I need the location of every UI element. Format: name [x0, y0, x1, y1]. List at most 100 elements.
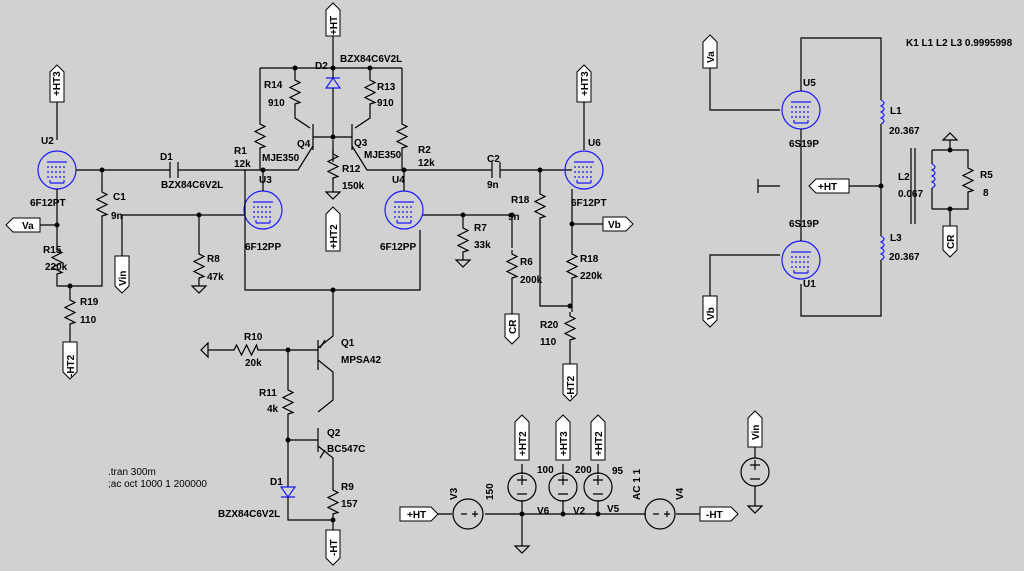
- d2-ref: D2: [315, 61, 328, 72]
- u5-ref: U5: [803, 78, 816, 89]
- net-flag-ht2-center: +HT2: [325, 206, 341, 252]
- tube-u3: [243, 190, 283, 230]
- net-flag-cr-output: CR: [942, 225, 958, 258]
- r1-value: 12k: [234, 159, 251, 170]
- r15-ref: C1: [113, 192, 126, 203]
- tube-u2: [37, 150, 77, 190]
- d2-value: BZX84C6V2L: [340, 54, 402, 65]
- v3-ref: V6: [537, 506, 550, 517]
- c1-ref: D1: [160, 152, 173, 163]
- svg-text:Va: Va: [22, 221, 34, 232]
- q1-value: MPSA42: [341, 355, 381, 366]
- v2-ref: V5: [607, 504, 620, 515]
- v1-ref: V3: [449, 487, 460, 500]
- r6-ref: R6: [520, 257, 533, 268]
- ac-directive: ;ac oct 1000 1 200000: [108, 479, 207, 490]
- v3-value: 100: [537, 465, 554, 476]
- l2-value: 0.067: [898, 189, 923, 200]
- r17-ref: R20: [540, 320, 559, 331]
- l3-ref: L3: [890, 233, 902, 244]
- r16-ref: R19: [80, 297, 99, 308]
- q2-value: BC547C: [327, 444, 365, 455]
- net-flag-ht-supply: +HT: [399, 506, 439, 522]
- r13-value: 910: [377, 98, 394, 109]
- u6-value: 6F12PT: [571, 198, 607, 209]
- q3-ref: Q3: [354, 138, 368, 149]
- net-flag-minus-ht-bottom: -HT: [325, 529, 341, 566]
- svg-text:+HT2: +HT2: [329, 224, 340, 249]
- u1-value: 6S19P: [789, 219, 819, 230]
- r19-ref: R15: [43, 245, 62, 256]
- r12-value: 150k: [342, 181, 365, 192]
- v2-value: 95: [612, 466, 624, 477]
- r14-value: 910: [268, 98, 285, 109]
- r20-ref: R18: [580, 254, 599, 265]
- net-flag-ht3-left: +HT3: [49, 64, 65, 103]
- r19-value: 220k: [45, 262, 68, 273]
- svg-text:CR: CR: [508, 319, 519, 334]
- net-flag-ht3-supply: +HT3: [555, 414, 571, 461]
- svg-text:Vb: Vb: [706, 307, 717, 320]
- r7-value: 33k: [474, 240, 491, 251]
- net-flag-vin-left: Vin: [114, 255, 130, 294]
- l1-value: 20.367: [889, 126, 920, 137]
- net-flag-ht-output: +HT: [808, 178, 850, 194]
- net-flag-va-output: Va: [702, 34, 718, 69]
- net-flag-minus-ht-supply: -HT: [699, 506, 739, 522]
- svg-text:+HT3: +HT3: [580, 71, 591, 96]
- l2-ref: L2: [898, 172, 910, 183]
- r11-value: 4k: [267, 404, 279, 415]
- svg-text:Va: Va: [706, 51, 717, 63]
- net-flag-ht2-supply: +HT2: [514, 414, 530, 461]
- u3-ref: U3: [259, 175, 272, 186]
- r10-ref: R10: [244, 332, 263, 343]
- r20-value: 220k: [580, 271, 603, 282]
- u6-ref: U6: [588, 138, 601, 149]
- r9-value: 157: [341, 499, 358, 510]
- r8-ref: R8: [207, 254, 220, 265]
- svg-text:+HT3: +HT3: [52, 71, 63, 96]
- v5-value: AC 1 1: [632, 468, 643, 500]
- q1-ref: Q1: [341, 338, 355, 349]
- c1-value: BZX84C6V2L: [161, 180, 223, 191]
- r1-ref: R1: [234, 146, 247, 157]
- r16-value: 110: [80, 315, 97, 326]
- r18-value-label: 9n: [508, 212, 520, 223]
- net-flag-cr-mid: CR: [504, 313, 520, 345]
- d1-value: BZX84C6V2L: [218, 509, 280, 520]
- net-flag-ht2-supply-2: +HT2: [590, 414, 606, 461]
- q4-value: MJE350: [262, 153, 300, 164]
- c2-value: 9n: [487, 180, 499, 191]
- r15-value: 9n: [111, 211, 123, 222]
- r8-value: 47k: [207, 272, 224, 283]
- u4-ref: U4: [392, 175, 405, 186]
- u3-value: 6F12PP: [245, 242, 281, 253]
- r5-ref: R5: [980, 170, 993, 181]
- svg-text:+HT: +HT: [818, 182, 837, 193]
- svg-text:+HT2: +HT2: [518, 431, 529, 456]
- svg-text:-HT2: -HT2: [566, 375, 577, 398]
- tube-u1: [781, 240, 821, 280]
- r13-ref: R13: [377, 82, 396, 93]
- r6-value: 200k: [520, 275, 543, 286]
- net-flag-ht-top: +HT: [325, 2, 341, 37]
- u5-value: 6S19P: [789, 139, 819, 150]
- r5-value: 8: [983, 188, 989, 199]
- svg-text:+HT3: +HT3: [559, 431, 570, 456]
- net-flag-ht3-right: +HT3: [576, 64, 592, 103]
- tube-u5: [781, 90, 821, 130]
- r9-ref: R9: [341, 482, 354, 493]
- r17-value: 110: [540, 337, 557, 348]
- r12-ref: R12: [342, 164, 361, 175]
- r11-ref: R11: [259, 388, 277, 399]
- r2-ref: R2: [418, 145, 431, 156]
- r18-label: R18: [511, 195, 530, 206]
- svg-text:+HT: +HT: [329, 16, 340, 35]
- svg-text:+HT: +HT: [407, 510, 426, 521]
- d1-designator-main: D1: [270, 477, 283, 488]
- q4-ref: Q4: [297, 139, 311, 150]
- tran-directive: .tran 300m: [108, 467, 156, 478]
- r7-ref: R7: [474, 223, 487, 234]
- q2-ref: Q2: [327, 428, 341, 439]
